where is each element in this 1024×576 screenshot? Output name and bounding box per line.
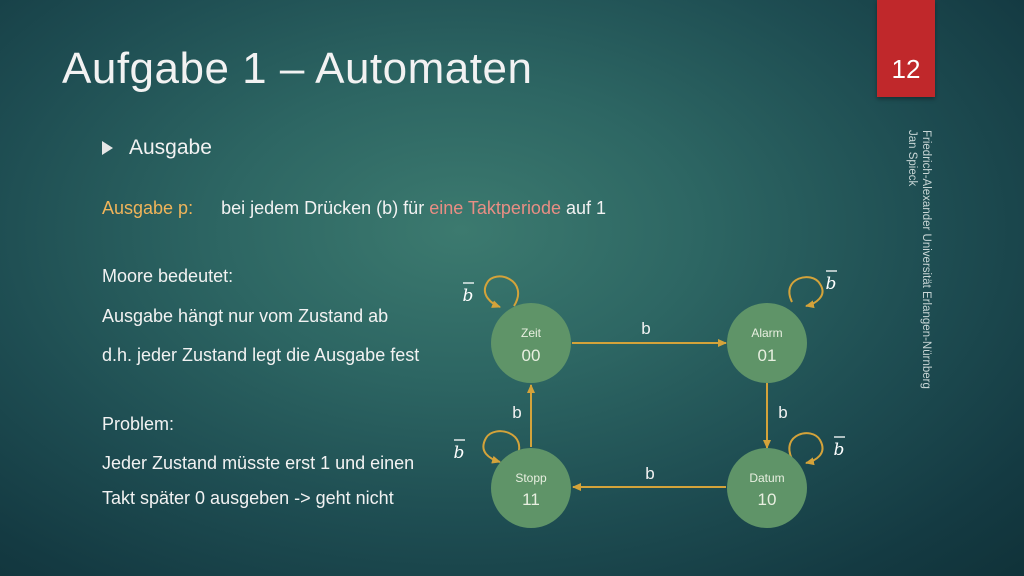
loop-label-alarm-text: b [826,274,837,294]
state-alarm-name: Alarm [751,326,782,340]
slide-title: Aufgabe 1 – Automaten [62,44,533,93]
state-stopp: Stopp 11 [491,448,571,528]
state-datum-code: 10 [758,490,777,509]
loop-label-alarm: b [826,270,837,294]
loop-label-zeit-text: b [463,286,474,306]
ausgabe-line: Ausgabe p: bei jedem Drücken (b) für ein… [102,198,606,219]
moore-line-3: d.h. jeder Zustand legt die Ausgabe fest [102,345,420,365]
problem-line-2: Jeder Zustand müsste erst 1 und einen [102,453,415,473]
state-zeit: Zeit 00 [491,303,571,383]
state-zeit-code: 00 [522,346,541,365]
self-loop-alarm [788,276,824,309]
state-stopp-name: Stopp [515,471,547,485]
state-alarm-code: 01 [758,346,777,365]
ausgabe-highlight: eine Taktperiode [429,198,561,218]
edge-label-stopp-zeit: b [512,403,521,422]
loop-label-zeit: b [463,282,474,306]
state-stopp-code: 11 [522,490,540,509]
bullet-text: Ausgabe [129,136,212,159]
edge-label-datum-stopp: b [645,464,654,483]
side-caption-university: Friedrich-Alexander Universität Erlangen… [920,130,932,389]
ausgabe-label: Ausgabe p: [102,198,194,218]
state-alarm: Alarm 01 [727,303,807,383]
problem-line-3: Takt später 0 ausgeben -> geht nicht [102,488,394,508]
edge-label-alarm-datum: b [778,403,787,422]
ausgabe-text-end: auf 1 [560,198,607,218]
self-loop-datum [788,432,824,466]
loop-label-datum: b [834,436,845,460]
state-datum: Datum 10 [727,448,807,528]
moore-line-2: Ausgabe hängt nur vom Zustand ab [102,306,389,326]
page-number: 12 [891,54,921,84]
loop-label-stopp: b [454,439,465,463]
state-datum-name: Datum [749,471,784,485]
self-loop-stopp [482,430,521,464]
bullet-item: Ausgabe [102,136,212,160]
page-number-badge: 12 [877,0,935,97]
ausgabe-text-start: bei jedem Drücken (b) für [221,198,430,218]
problem-heading: Problem: [102,414,175,434]
loop-label-stopp-text: b [454,443,465,463]
loop-label-datum-text: b [834,440,845,460]
side-caption-author: Jan Spieck [906,130,918,187]
self-loop-zeit [483,275,520,308]
edge-label-zeit-alarm: b [641,319,650,338]
state-zeit-name: Zeit [521,326,542,340]
side-caption: Friedrich-Alexander Universität Erlangen… [905,130,933,389]
triangle-bullet-icon [102,141,113,155]
moore-heading: Moore bedeutet: [102,266,234,286]
